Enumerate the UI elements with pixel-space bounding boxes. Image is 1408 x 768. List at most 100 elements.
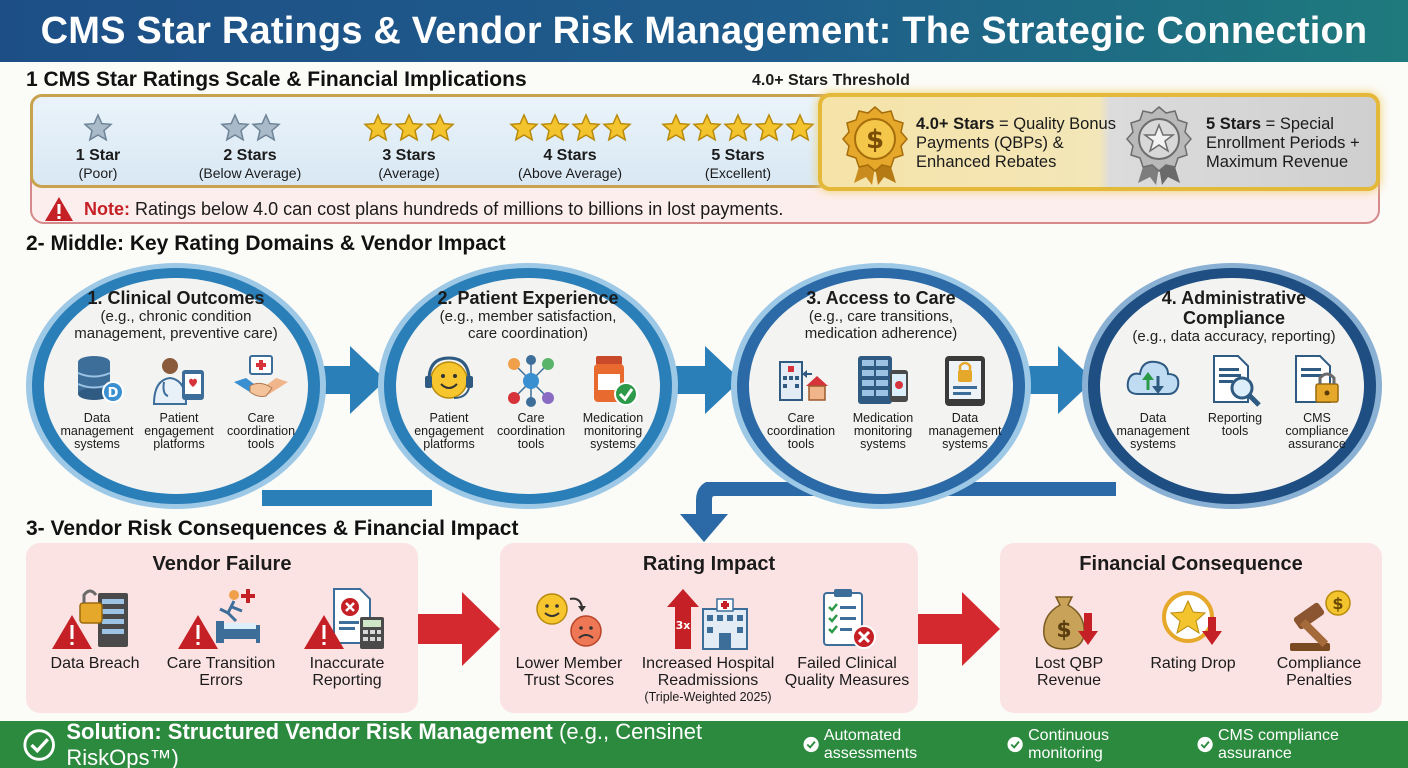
check-mini-icon xyxy=(803,736,819,753)
panel-rating-impact: Rating Impact Lower Member Trust Scores … xyxy=(500,543,918,713)
return-arrow-icon xyxy=(680,482,1116,542)
silver-bonus-desc: = Special Enrollment Periods + Maximum R… xyxy=(1206,115,1360,171)
item-label: Increased Hospital Readmissions xyxy=(641,655,775,689)
page-title: CMS Star Ratings & Vendor Risk Managemen… xyxy=(40,9,1368,52)
red-flow-arrow-2-icon xyxy=(918,592,1000,666)
people-network-icon xyxy=(508,355,554,407)
stars-row xyxy=(495,113,645,143)
svg-text:3x: 3x xyxy=(676,619,691,632)
report-calculator-icon xyxy=(304,588,384,649)
section3-heading: 3- Vendor Risk Consequences & Financial … xyxy=(26,517,519,540)
domain-title: 2. Patient Experience xyxy=(437,288,619,308)
rating-3-stars: 3 Stars (Average) xyxy=(334,113,484,181)
domain-2-tools: Patient engagement platforms Care coordi… xyxy=(408,354,654,451)
note-label: Note: xyxy=(84,198,130,219)
rating-desc: (Below Average) xyxy=(198,165,302,181)
svg-text:$: $ xyxy=(1332,594,1343,613)
document-lock-icon xyxy=(1295,355,1339,403)
tool-label: Data management systems xyxy=(1116,411,1190,451)
domain-title: 1. Clinical Outcomes xyxy=(87,288,265,308)
note-text: Ratings below 4.0 can cost plans hundred… xyxy=(130,198,784,219)
solution-example: (e.g., Censinet RiskOps™) xyxy=(66,718,703,768)
rating-name: 1 Star xyxy=(75,147,121,164)
star-icon xyxy=(723,113,753,142)
silver-bonus-bold: 5 Stars xyxy=(1206,115,1262,133)
title-banner: CMS Star Ratings & Vendor Risk Managemen… xyxy=(0,0,1408,62)
star-icon xyxy=(425,113,455,142)
tool-label: Care coordination tools xyxy=(496,411,566,451)
gold-bonus-desc: = Quality Bonus Payments (QBPs) & Enhanc… xyxy=(916,115,1116,171)
rating-name: 4 Stars xyxy=(543,147,597,164)
panel-financial-consequence: Financial Consequence $ Lost QBP Revenue… xyxy=(1000,543,1382,713)
warning-icon xyxy=(45,197,73,221)
item-label: Inaccurate Reporting xyxy=(309,655,385,689)
feature-item: Continuous monitoring xyxy=(1007,727,1181,763)
silver-bonus-text: 5 Stars = Special Enrollment Periods + M… xyxy=(1206,115,1376,172)
tool-item: D Data management systems xyxy=(56,354,138,451)
tool-item: Data management systems xyxy=(924,354,1006,451)
star-drop-icon xyxy=(1162,591,1222,645)
domain-clinical-outcomes: 1. Clinical Outcomes (e.g., chronic cond… xyxy=(26,288,326,342)
star-icon xyxy=(250,113,281,142)
item-label: Lost QBP Revenue xyxy=(1034,655,1104,689)
star-icon xyxy=(363,113,393,142)
panel-title: Vendor Failure xyxy=(152,553,292,575)
svg-text:D: D xyxy=(108,386,119,401)
item-label: Data Breach xyxy=(50,655,140,672)
stars-row xyxy=(175,113,325,143)
doctor-tablet-icon xyxy=(152,358,204,405)
tool-label: Reporting tools xyxy=(1207,411,1263,438)
feature-label: Continuous monitoring xyxy=(1028,726,1110,762)
tool-item: Patient engagement platforms xyxy=(408,354,490,451)
gavel-dollar-icon: $ xyxy=(1290,590,1351,651)
cloud-sync-icon xyxy=(1126,360,1180,395)
feature-item: CMS compliance assurance xyxy=(1197,727,1408,763)
check-mini-icon xyxy=(1197,736,1213,753)
pill-organizer-phone-icon xyxy=(858,356,908,404)
domain-title: 4. Administrative Compliance xyxy=(1161,288,1307,328)
star-icon xyxy=(539,113,570,142)
stars-row xyxy=(23,113,173,143)
item-label: Failed Clinical Quality Measures xyxy=(784,655,910,689)
headset-smiley-icon xyxy=(425,356,473,399)
solution-text: Solution: Structured Vendor Risk Managem… xyxy=(66,719,786,768)
check-circle-icon xyxy=(23,728,55,761)
ratings-note: Note: Ratings below 4.0 can cost plans h… xyxy=(44,196,783,222)
item-label: Compliance Penalties xyxy=(1276,655,1362,689)
pill-bottle-check-icon xyxy=(594,356,638,406)
svg-text:$: $ xyxy=(1056,618,1071,643)
rating-5-stars: 5 Stars (Excellent) xyxy=(653,113,823,181)
tool-label: Care coordination tools xyxy=(766,411,836,451)
tool-label: CMS compliance assurance xyxy=(1285,411,1349,451)
panel-vendor-failure: Vendor Failure Data Breach Care Transiti… xyxy=(26,543,418,713)
consequence-item: Inaccurate Reporting xyxy=(282,587,412,689)
feature-label: Automated assessments xyxy=(823,726,918,762)
secure-tablet-icon xyxy=(945,356,985,406)
star-scale: 1 Star (Poor) 2 Stars (Below Average) 3 … xyxy=(30,94,830,188)
domain-example: (e.g., chronic condition management, pre… xyxy=(74,308,278,342)
domain-title: 3. Access to Care xyxy=(806,288,956,308)
consequence-item: Lower Member Trust Scores xyxy=(504,587,634,689)
tool-item: Care coordination tools xyxy=(220,354,302,451)
hospital-home-icon xyxy=(779,361,828,401)
bonus-panel: $ 4.0+ Stars = Quality Bonus Payments (Q… xyxy=(818,93,1380,191)
rating-name: 2 Stars xyxy=(223,147,277,164)
star-icon xyxy=(785,113,815,142)
silver-star-medal-icon xyxy=(1126,106,1192,185)
star-icon xyxy=(394,113,424,142)
tool-label: Medication monitoring systems xyxy=(852,411,914,451)
domain-3-tools: Care coordination tools Medication monit… xyxy=(760,354,1006,451)
data-breach-icon xyxy=(52,589,128,649)
domain-example: (e.g., data accuracy, reporting) xyxy=(1132,328,1336,345)
readmission-hospital-icon: 3x xyxy=(667,589,748,650)
consequence-item: $ Compliance Penalties xyxy=(1254,587,1384,689)
consequence-item: 3x Increased Hospital Readmissions (Trip… xyxy=(638,587,778,704)
star-icon xyxy=(754,113,784,142)
handshake-icon xyxy=(234,355,288,397)
star-icon xyxy=(219,113,250,142)
red-flow-arrow-1-icon xyxy=(418,592,500,666)
panel-title: Financial Consequence xyxy=(1079,553,1303,575)
happy-to-sad-face-icon xyxy=(536,593,602,647)
tool-item: Reporting tools xyxy=(1194,354,1276,451)
rating-desc: (Poor) xyxy=(78,165,118,181)
